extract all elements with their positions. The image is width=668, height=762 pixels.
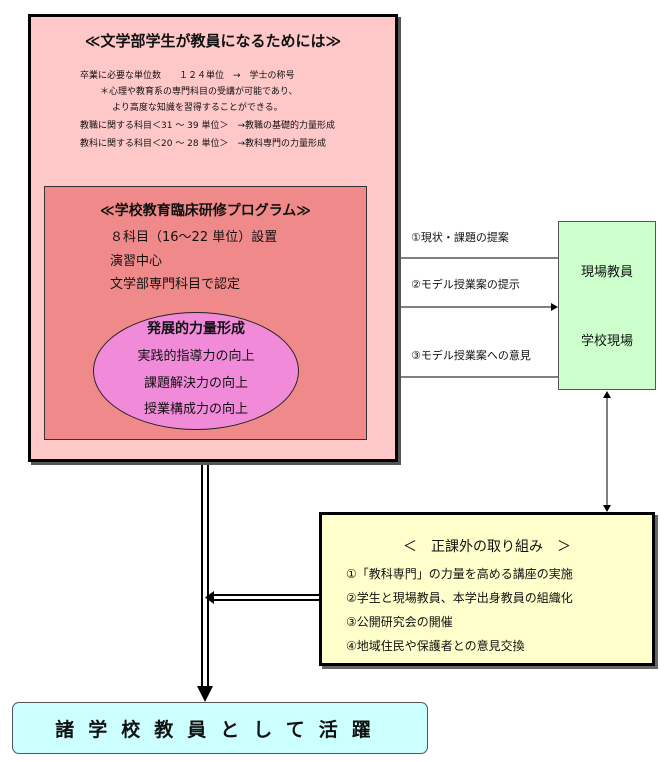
flow-label-3: ③モデル授業案への意見 (411, 349, 531, 362)
development-title: 発展的力量形成 (147, 321, 245, 337)
development-ellipse (93, 312, 299, 430)
final-box (12, 702, 428, 754)
site-extra-arrowhead-bottom (603, 505, 611, 512)
development-item: 実践的指導力の向上 (137, 349, 255, 364)
site-box (558, 221, 656, 390)
program-line: 演習中心 (110, 254, 163, 269)
site-label-school: 学校現場 (580, 334, 633, 349)
flow-label-1: ①現状・課題の提案 (411, 231, 509, 244)
program-title: ≪学校教育臨床研修プログラム≫ (100, 203, 311, 219)
main-title: ≪文学部学生が教員になるためには≫ (84, 32, 342, 50)
extracurricular-box (319, 512, 655, 666)
development-item: 授業構成力の向上 (143, 402, 248, 417)
requirement-line: 卒業に必要な単位数 １２４単位 → 学士の称号 (80, 71, 295, 81)
extracurricular-item: ②学生と現場教員、本学出身教員の組織化 (346, 591, 573, 605)
flow-label-2: ②モデル授業案の提示 (411, 278, 520, 291)
main-to-final-arrowhead (197, 686, 213, 702)
requirement-line: ＊心理や教育系の専門科目の受講が可能であり、 (100, 87, 298, 97)
extracurricular-item: ④地域住民や保護者との意見交換 (346, 639, 525, 653)
flow-2-arrowhead (551, 303, 558, 311)
extracurricular-item: ①「教科専門」の力量を高める講座の実施 (346, 567, 573, 581)
final-text: 諸学校教員として活躍 (55, 719, 385, 741)
extracurricular-item: ③公開研究会の開催 (346, 615, 453, 629)
site-label-teachers: 現場教員 (580, 265, 633, 280)
requirement-line: 教科に関する科目＜20 ～ 28 単位＞ →教科専門の力量形成 (80, 139, 327, 149)
site-extra-arrowhead-top (603, 391, 611, 398)
program-line: ８科目（16～22 単位）設置 (110, 230, 278, 245)
extracurricular-title: ＜ 正課外の取り組み ＞ (403, 539, 571, 555)
requirement-line: より高度な知識を習得することができる。 (112, 103, 283, 113)
development-item: 課題解決力の向上 (143, 376, 248, 391)
extra-to-main-arrowhead (205, 591, 214, 604)
program-line: 文学部専門科目で認定 (110, 277, 241, 292)
requirement-line: 教職に関する科目＜31 ～ 39 単位＞ →教職の基礎的力量形成 (80, 121, 336, 131)
